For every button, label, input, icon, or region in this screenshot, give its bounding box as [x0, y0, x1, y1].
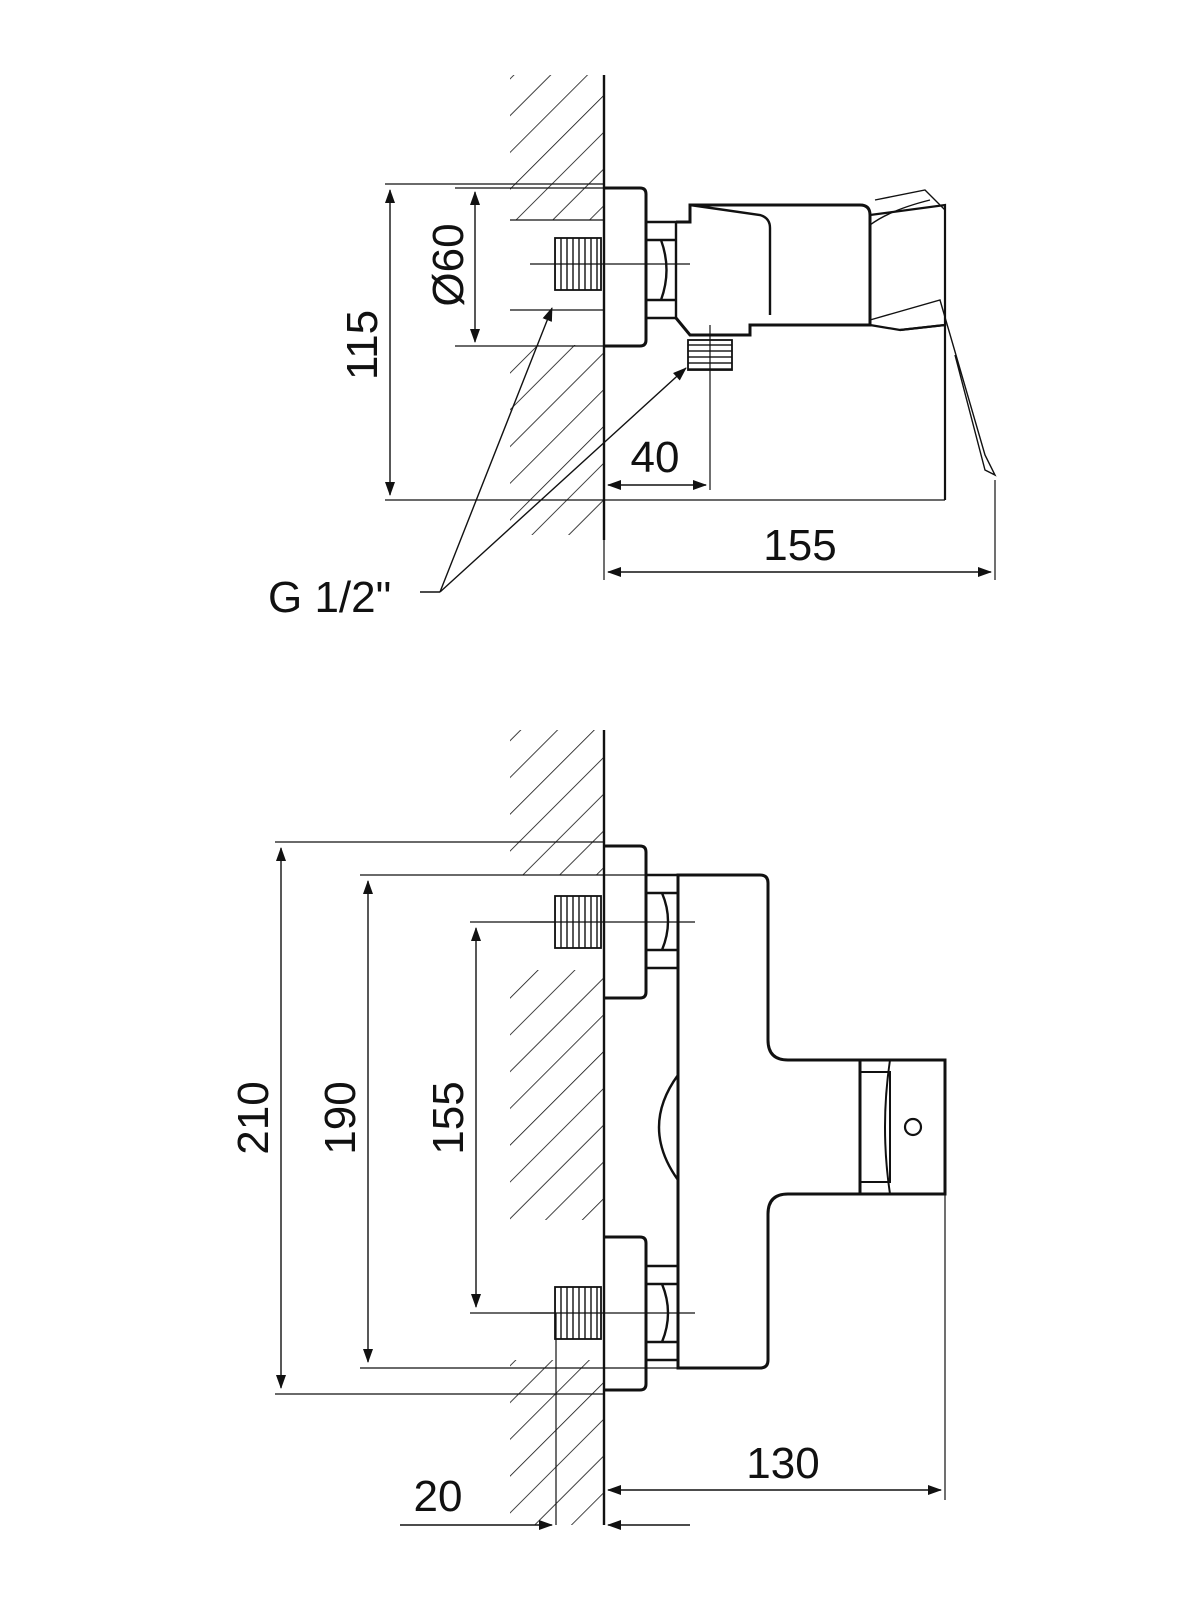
thread-label: G 1/2": [268, 573, 391, 622]
wall-section-front: [510, 730, 606, 1525]
dim-total-height-front: 210: [229, 1081, 278, 1154]
dim-outer-height-front: 190: [316, 1081, 365, 1154]
handle-detail-front: [860, 1059, 891, 1195]
mixer-body-front: [676, 873, 862, 1370]
mixer-body-side: [674, 203, 872, 337]
dim-depth-side: 155: [763, 521, 836, 570]
dim-depth-front: 130: [746, 1439, 819, 1488]
handle-screw-front: [903, 1117, 923, 1137]
side-view: 115 Ø60 40 155 G 1/2": [268, 75, 997, 622]
escutcheon-side: [604, 186, 648, 348]
hex-nut-side: [646, 220, 678, 320]
dim-height-side: 115: [338, 310, 387, 380]
leader-inlet: [439, 307, 553, 593]
handle-block-side: [689, 203, 772, 315]
lever-handle-side: [899, 323, 947, 500]
lever-side: [869, 203, 947, 332]
dim-outlet-side: 40: [631, 433, 680, 482]
lever-swing-side: [869, 189, 997, 477]
dim-diameter-side: Ø60: [424, 223, 473, 306]
front-view: 210 190 155 130 20: [229, 730, 947, 1530]
leader-outlet: [439, 367, 687, 593]
dim-wall-offset-front: 20: [414, 1472, 463, 1521]
dim-inlet-spacing-front: 155: [424, 1081, 473, 1154]
diverter-front: [657, 1074, 679, 1181]
wall-section-side: [510, 75, 606, 540]
handle-front: [860, 1058, 947, 1196]
